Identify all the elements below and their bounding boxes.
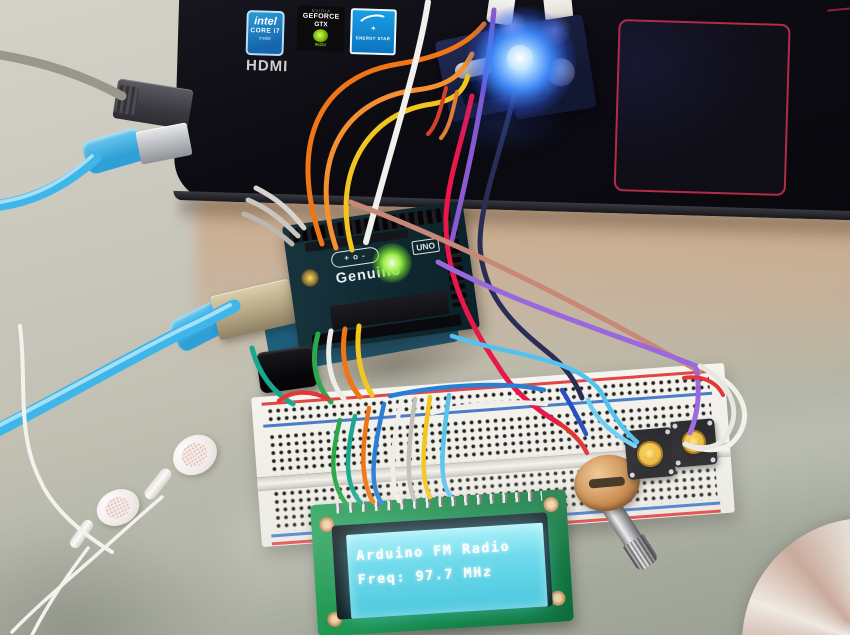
energy-star-swirl-icon xyxy=(356,12,391,37)
energy-star-label: ENERGY STAR xyxy=(355,35,391,42)
laptop-touchpad xyxy=(613,19,791,197)
button-cap-yellow xyxy=(680,429,707,456)
intel-tagline-text: inside xyxy=(259,35,271,41)
arduino-model-label: UNO xyxy=(411,237,440,256)
earbud-right xyxy=(165,426,225,484)
potentiometer-knurled-tip xyxy=(622,534,660,573)
sticker-intel-core-i7: intel CORE i7 inside xyxy=(245,10,285,57)
push-button-right xyxy=(670,418,718,468)
potentiometer-slot xyxy=(588,476,626,489)
capacitor-component xyxy=(544,56,577,89)
lcd-mount-hole xyxy=(543,496,560,513)
hdmi-logo: HDMI xyxy=(245,57,289,76)
button-pin xyxy=(626,432,632,438)
lcd-screen: Arduino FM Radio Freq: 97.7 MHz xyxy=(346,522,548,619)
earbud-stem xyxy=(142,466,174,502)
button-pin xyxy=(664,429,671,435)
touchpad-red-accent xyxy=(827,2,850,12)
genuino-uno-board: + o - UNO Genuino xyxy=(281,200,481,354)
earbud-speaker-face xyxy=(176,437,212,472)
earbud-speaker-face xyxy=(101,492,134,523)
module-chip xyxy=(520,78,547,101)
lcd-bezel: Arduino FM Radio Freq: 97.7 MHz xyxy=(331,512,553,620)
wire-usb-cable-gray xyxy=(0,50,127,101)
button-pin xyxy=(675,460,681,466)
button-pin xyxy=(707,420,713,426)
button-cap-yellow xyxy=(635,439,665,469)
sticker-energy-star: ✦ ENERGY STAR xyxy=(349,8,397,56)
fm-chip xyxy=(459,75,504,106)
nvidia-claw-icon xyxy=(312,28,329,43)
wire-usb-cable-blue-left-highlight xyxy=(0,154,94,204)
module-cable-connector-1 xyxy=(485,0,517,26)
fm-module-board-right xyxy=(501,14,597,120)
button-pin xyxy=(629,472,636,478)
button-pin xyxy=(668,469,674,475)
brushed-metal-disc xyxy=(742,518,850,635)
table-corner-shading xyxy=(0,520,220,635)
wire-usb-cable-blue-left xyxy=(0,152,102,211)
arduino-barrel-jack xyxy=(255,345,319,394)
nvidia-model-text: 960M xyxy=(314,42,327,48)
lcd-module-16x2: Arduino FM Radio Freq: 97.7 MHz xyxy=(310,489,574,635)
button-pin xyxy=(710,457,716,463)
nvidia-series-text: GTX xyxy=(314,21,328,29)
sticker-nvidia-geforce: NVIDIA GEFORCE GTX 960M xyxy=(296,5,345,52)
button-pin xyxy=(672,423,678,429)
push-button-left xyxy=(623,427,677,480)
